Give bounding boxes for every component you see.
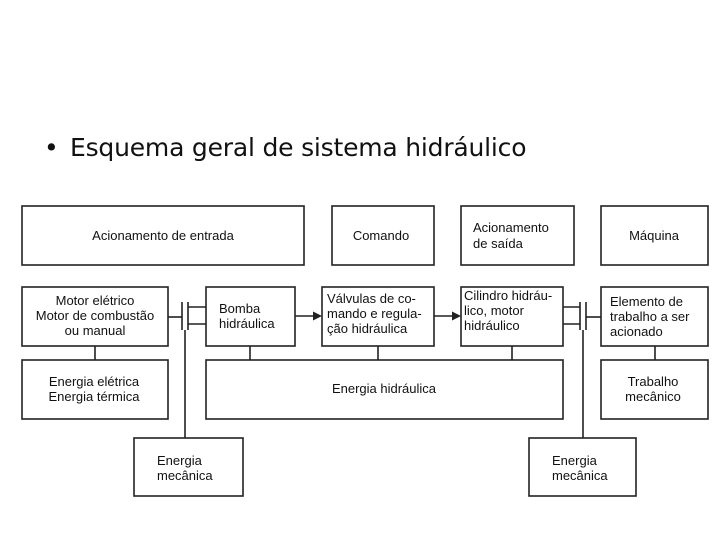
- left-coupling-icon: [168, 302, 206, 330]
- header-output-drive-label-1: Acionamento: [473, 220, 549, 235]
- arrow-valves-to-cylinder-icon: [434, 311, 461, 321]
- header-input-drive-label: Acionamento de entrada: [92, 228, 234, 243]
- right-coupling-icon: [563, 302, 601, 330]
- mechanical-energy-right-label-2: mecânica: [552, 468, 608, 483]
- valves-label-3: ção hidráulica: [327, 321, 408, 336]
- header-machine-box: [600, 205, 709, 266]
- energy-hydraulic-box: [205, 359, 564, 420]
- bullet-icon: •: [44, 133, 59, 162]
- mechanical-energy-left-label-1: Energia: [157, 453, 203, 468]
- pump-box: [205, 286, 296, 347]
- mechanical-work-box: [600, 359, 709, 420]
- valves-label-2: mando e regula-: [327, 306, 422, 321]
- header-command-label: Comando: [353, 228, 409, 243]
- header-input-drive-box: [21, 205, 305, 266]
- mechanical-energy-right-box: [528, 437, 637, 497]
- element-label-3: acionado: [610, 324, 663, 339]
- cylinder-label-1: Cilindro hidráu-: [464, 288, 552, 303]
- energy-hydraulic-label: Energia hidráulica: [332, 381, 437, 396]
- motor-label-1: Motor elétrico: [56, 293, 135, 308]
- mechanical-energy-left-label-2: mecânica: [157, 468, 213, 483]
- cylinder-box: [460, 286, 564, 347]
- energy-electric-label: Energia elétrica: [49, 374, 140, 389]
- element-label-2: trabalho a ser: [610, 309, 690, 324]
- arrow-pump-to-valves-icon: [295, 311, 322, 321]
- pump-label-1: Bomba: [219, 301, 261, 316]
- mechanical-work-label-1: Trabalho: [628, 374, 679, 389]
- header-machine-label: Máquina: [629, 228, 680, 243]
- element-label-1: Elemento de: [610, 294, 683, 309]
- valves-box: [321, 286, 435, 347]
- energy-electric-thermal-box: [21, 359, 169, 420]
- pump-label-2: hidráulica: [219, 316, 275, 331]
- valves-label-1: Válvulas de co-: [327, 291, 416, 306]
- header-output-drive-label-2: de saída: [473, 236, 524, 251]
- motor-label-3: ou manual: [65, 323, 126, 338]
- cylinder-label-2: lico, motor: [464, 303, 525, 318]
- slide-title-text: Esquema geral de sistema hidráulico: [70, 133, 527, 162]
- mechanical-work-label-2: mecânico: [625, 389, 681, 404]
- connector-lines: [94, 330, 656, 438]
- cylinder-label-3: hidráulico: [464, 318, 520, 333]
- mechanical-energy-left-box: [133, 437, 244, 497]
- header-command-box: [331, 205, 435, 266]
- mechanical-energy-right-label-1: Energia: [552, 453, 598, 468]
- slide-title: • Esquema geral de sistema hidráulico: [44, 133, 527, 162]
- header-output-drive-box: [460, 205, 575, 266]
- motor-label-2: Motor de combustão: [36, 308, 155, 323]
- energy-thermal-label: Energia térmica: [48, 389, 140, 404]
